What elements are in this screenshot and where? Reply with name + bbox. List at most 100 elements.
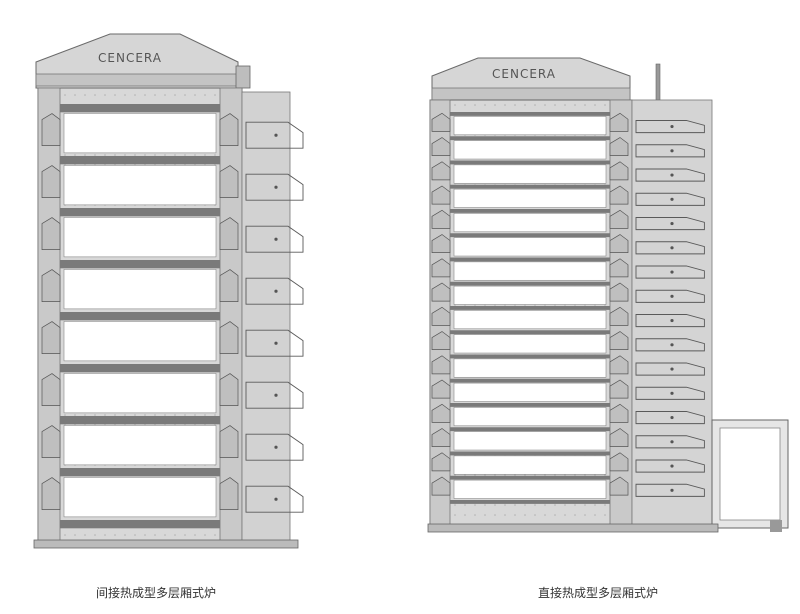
direct-bolt — [670, 318, 674, 323]
direct-left-bracket — [431, 476, 451, 496]
direct-separator — [450, 475, 610, 480]
indirect-bolt — [274, 393, 278, 397]
indirect-right-bracket — [219, 217, 239, 250]
direct-annex-bracket — [635, 314, 705, 328]
direct-annex-bracket — [635, 362, 705, 376]
direct-bolt — [670, 149, 674, 153]
direct-left-bracket — [431, 282, 451, 302]
direct-separator — [450, 257, 610, 262]
indirect-left-bracket — [41, 477, 61, 510]
indirect-bottom-band — [60, 520, 220, 529]
direct-right-bracket — [609, 234, 629, 253]
direct-chamber — [453, 188, 607, 208]
indirect-chamber — [63, 477, 217, 518]
direct-chamber — [453, 237, 607, 257]
direct-bolt — [670, 221, 674, 226]
indirect-right-bracket — [219, 425, 239, 458]
direct-annex-bracket — [635, 241, 705, 255]
direct-bolt — [670, 124, 674, 129]
indirect-bolt — [274, 341, 278, 345]
indirect-chamber — [63, 425, 217, 466]
direct-annex-bracket — [635, 459, 705, 473]
direct-left-bracket — [431, 258, 451, 278]
direct-annex-bracket — [635, 289, 705, 303]
direct-bolt — [670, 415, 674, 420]
indirect-right-bracket — [219, 165, 239, 198]
indirect-separator — [60, 104, 220, 113]
direct-annex-bracket — [635, 192, 705, 206]
direct-annex — [631, 99, 713, 529]
direct-bottom-band — [450, 500, 610, 504]
indirect-annex-bracket — [245, 433, 304, 461]
indirect-annex-bracket — [245, 277, 304, 305]
direct-left-bracket — [431, 452, 451, 472]
direct-left-bracket — [431, 234, 451, 253]
direct-right-bracket — [609, 331, 629, 350]
direct-chamber — [453, 213, 607, 233]
direct-furnace-caption: 直接热成型多层厢式炉 — [538, 586, 659, 600]
direct-chamber — [453, 334, 607, 354]
indirect-annex-bracket — [245, 173, 304, 201]
direct-separator — [450, 184, 610, 189]
indirect-right-bracket — [219, 477, 239, 510]
direct-separator — [450, 330, 610, 335]
direct-right-bracket — [609, 209, 629, 229]
indirect-left-bracket — [41, 425, 61, 458]
direct-right-bracket — [609, 428, 629, 447]
direct-bolt — [670, 440, 674, 444]
indirect-chamber — [63, 321, 217, 362]
indirect-separator — [60, 468, 220, 477]
indirect-separator — [60, 364, 220, 373]
direct-left-bracket — [431, 428, 451, 447]
direct-left-bracket — [431, 355, 451, 375]
direct-bolt — [670, 464, 674, 468]
indirect-chamber — [63, 373, 217, 414]
direct-chamber — [453, 479, 607, 499]
indirect-left-bracket — [41, 321, 61, 354]
direct-right-bracket — [609, 379, 629, 399]
indirect-furnace-caption: 间接热成型多层厢式炉 — [96, 586, 217, 600]
direct-bolt — [670, 488, 674, 492]
direct-annex-bracket — [635, 144, 705, 158]
direct-brand: CENCERA — [492, 67, 556, 81]
indirect-left-bracket — [41, 165, 61, 198]
indirect-brand: CENCERA — [98, 51, 162, 65]
indirect-left-bracket — [41, 269, 61, 302]
direct-left-bracket — [431, 185, 451, 205]
direct-chamber — [453, 431, 607, 451]
direct-annex-bracket — [635, 265, 705, 279]
indirect-chamber — [63, 165, 217, 206]
direct-left-bracket — [431, 403, 451, 423]
direct-chamber — [453, 285, 607, 305]
indirect-right-bracket — [219, 373, 239, 406]
indirect-chamber — [63, 269, 217, 310]
direct-right-bracket — [609, 452, 629, 472]
direct-annex-bracket — [635, 483, 705, 497]
direct-chamber — [453, 140, 607, 160]
indirect-right-bracket — [219, 269, 239, 302]
direct-chamber — [453, 455, 607, 475]
indirect-annex — [241, 91, 291, 545]
indirect-base — [33, 539, 299, 549]
direct-bolt — [670, 270, 674, 274]
direct-annex-bracket — [635, 338, 705, 352]
direct-right-bracket — [609, 476, 629, 496]
direct-left-bracket — [431, 161, 451, 181]
indirect-chamber — [63, 217, 217, 258]
indirect-bolt — [274, 497, 278, 501]
direct-chamber — [453, 407, 607, 427]
direct-right-bracket — [609, 403, 629, 423]
direct-chamber — [453, 116, 607, 136]
indirect-furnace: CENCERA — [33, 33, 304, 549]
direct-furnace: CENCERA — [427, 57, 789, 533]
indirect-right-bracket — [219, 113, 239, 146]
direct-annex-bracket — [635, 386, 705, 400]
direct-annex-bracket — [635, 435, 705, 449]
indirect-annex-bracket — [245, 121, 304, 149]
direct-bolt — [670, 343, 674, 347]
indirect-chambers — [41, 104, 239, 529]
indirect-separator — [60, 208, 220, 217]
direct-right-bracket — [609, 137, 629, 156]
direct-separator — [450, 281, 610, 286]
